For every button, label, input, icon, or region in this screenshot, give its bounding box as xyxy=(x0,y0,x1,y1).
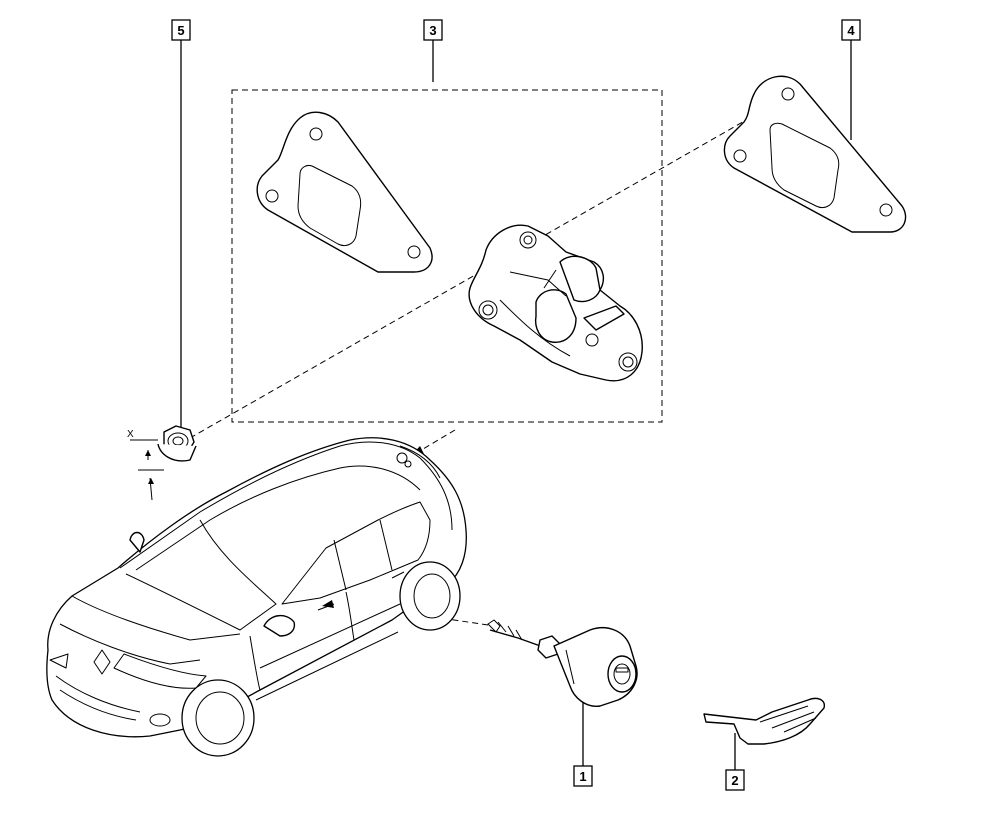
key-blade-part-2 xyxy=(703,697,825,745)
callout-5: 5 xyxy=(171,19,191,428)
callout-2-label: 2 xyxy=(731,773,738,788)
plate-part-4 xyxy=(723,75,907,233)
callout-2: 2 xyxy=(725,733,745,791)
gasket-plate-left xyxy=(256,111,433,273)
callout-4-label: 4 xyxy=(847,23,855,38)
callout-4: 4 xyxy=(841,19,861,140)
lock-cylinder-part-1 xyxy=(487,619,638,707)
callout-3-label: 3 xyxy=(429,23,436,38)
callout-5-label: 5 xyxy=(177,23,184,38)
dimension-x: X xyxy=(127,429,164,501)
callout-1-label: 1 xyxy=(579,769,586,784)
vehicle-illustration xyxy=(46,437,467,757)
callout-3: 3 xyxy=(423,19,443,82)
assembly-group-frame xyxy=(231,89,663,423)
latch-mechanism xyxy=(468,224,643,382)
dimension-x-label: X xyxy=(127,429,134,440)
nut-part-5 xyxy=(157,425,197,462)
